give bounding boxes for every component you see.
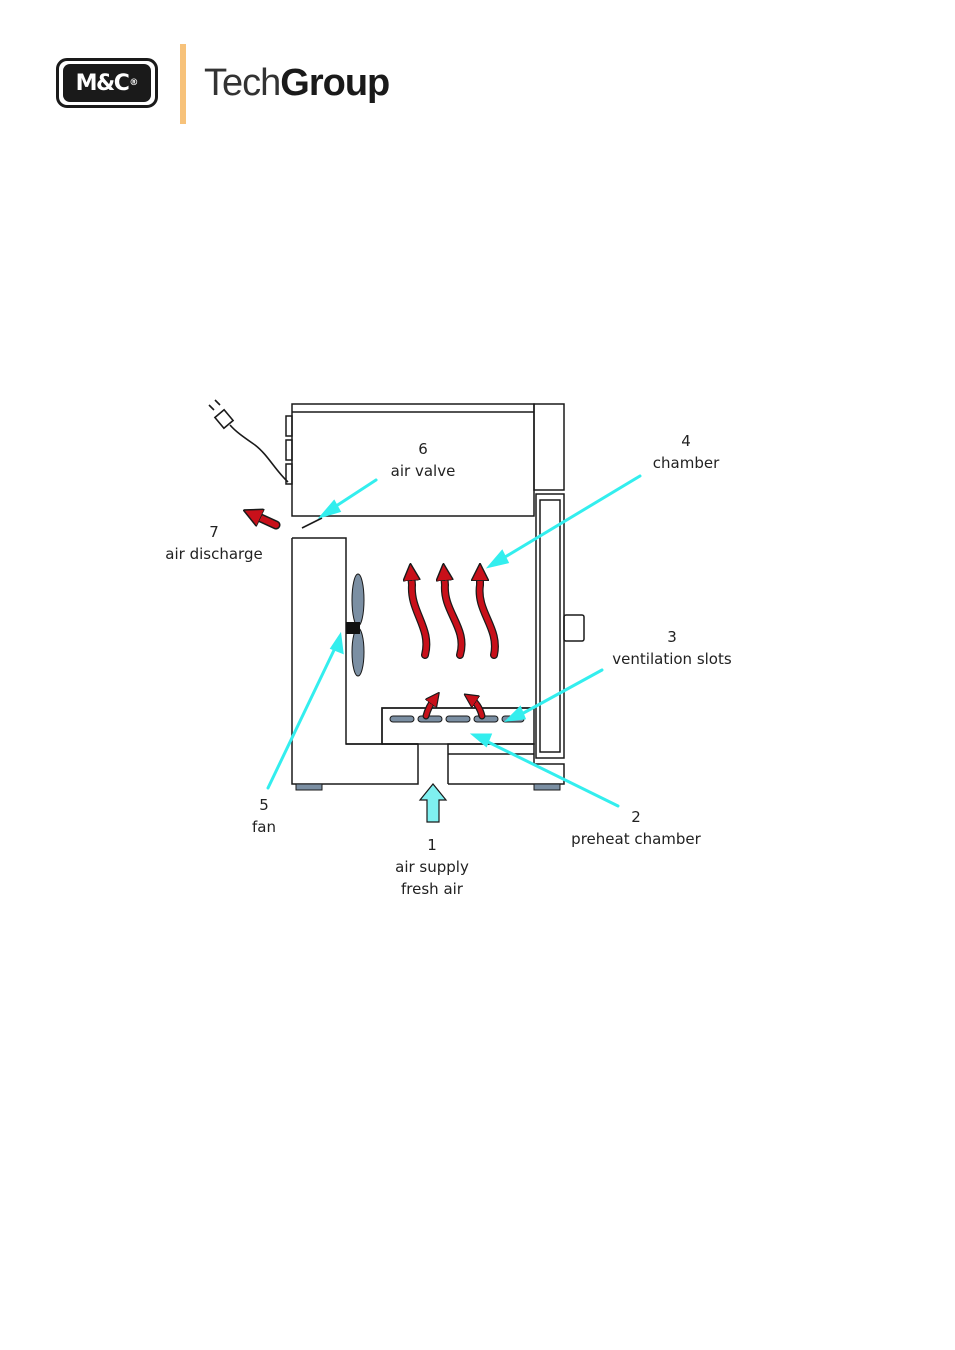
label-text: chamber bbox=[653, 452, 719, 474]
label-text: air supply bbox=[395, 856, 469, 878]
label-fan: 5 fan bbox=[252, 794, 276, 838]
label-preheat-chamber: 2 preheat chamber bbox=[571, 806, 701, 850]
label-air-valve: 6 air valve bbox=[391, 438, 456, 482]
label-number: 6 bbox=[391, 438, 456, 460]
door-handle bbox=[564, 615, 584, 641]
label-text: air valve bbox=[391, 460, 456, 482]
ventilation-slots-icon bbox=[390, 716, 524, 722]
foot-right bbox=[534, 784, 560, 790]
leader-lines bbox=[268, 476, 640, 806]
label-air-supply: 1 air supply fresh air bbox=[395, 834, 469, 900]
label-number: 1 bbox=[395, 834, 469, 856]
label-ventilation-slots: 3 ventilation slots bbox=[612, 626, 731, 670]
label-air-discharge: 7 air discharge bbox=[165, 521, 262, 565]
label-number: 2 bbox=[571, 806, 701, 828]
fan-icon bbox=[346, 574, 364, 676]
label-text: air discharge bbox=[165, 543, 262, 565]
control-knob bbox=[286, 416, 292, 436]
label-text: fan bbox=[252, 816, 276, 838]
label-text: fresh air bbox=[395, 878, 469, 900]
preheat-box bbox=[382, 708, 534, 744]
fresh-air-arrow-icon bbox=[420, 784, 446, 822]
foot-left bbox=[296, 784, 322, 790]
door-hinge-top bbox=[534, 404, 564, 490]
power-cord bbox=[209, 400, 288, 482]
hot-air-arrows bbox=[252, 514, 495, 716]
control-knob bbox=[286, 440, 292, 460]
label-chamber: 4 chamber bbox=[653, 430, 719, 474]
label-number: 4 bbox=[653, 430, 719, 452]
label-number: 5 bbox=[252, 794, 276, 816]
label-number: 7 bbox=[165, 521, 262, 543]
label-text: preheat chamber bbox=[571, 828, 701, 850]
label-number: 3 bbox=[612, 626, 731, 648]
air-valve-flap bbox=[302, 518, 322, 528]
label-text: ventilation slots bbox=[612, 648, 731, 670]
